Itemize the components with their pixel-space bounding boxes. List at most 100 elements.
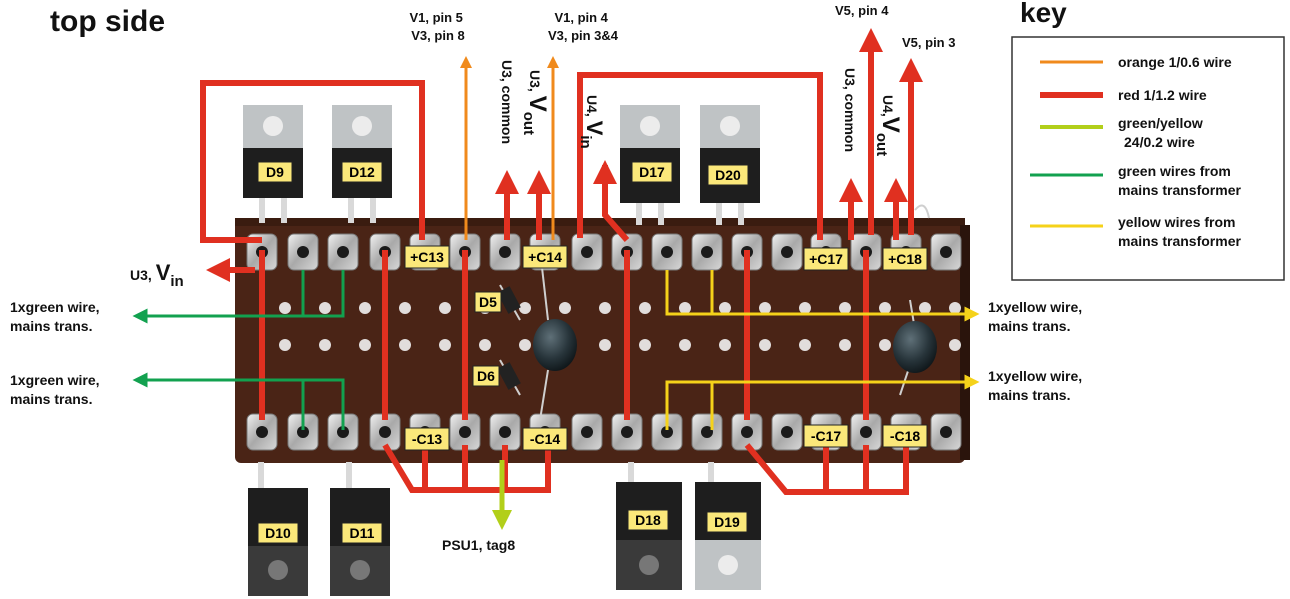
label-minus-c13: -C13 bbox=[412, 431, 443, 447]
label-minus-c18: -C18 bbox=[890, 428, 921, 444]
key-box: orange 1/0.6 wire red 1/1.2 wire green/y… bbox=[1011, 36, 1285, 281]
label-u3-vout: U3, Vout bbox=[520, 70, 551, 135]
board-hole bbox=[949, 302, 961, 314]
board-hole bbox=[719, 339, 731, 351]
board-hole bbox=[279, 302, 291, 314]
solder-tag-bottom bbox=[771, 413, 803, 451]
solder-tag-bottom bbox=[449, 413, 481, 451]
solder-tag-top bbox=[691, 233, 723, 271]
label-plus-c13: +C13 bbox=[410, 249, 444, 265]
diode-d19: D19 bbox=[695, 462, 761, 590]
board-hole bbox=[879, 302, 891, 314]
diode-d17: D17 bbox=[620, 105, 680, 225]
board-hole bbox=[519, 302, 531, 314]
key-heading: key bbox=[1020, 0, 1067, 28]
label-d17: D17 bbox=[639, 164, 665, 180]
board-hole bbox=[759, 302, 771, 314]
board-hole bbox=[919, 302, 931, 314]
board-hole bbox=[639, 302, 651, 314]
tag-board bbox=[235, 218, 970, 463]
label-d10: D10 bbox=[265, 525, 291, 541]
board-hole bbox=[599, 339, 611, 351]
key-label-green-2: mains transformer bbox=[1118, 182, 1241, 198]
board-hole bbox=[599, 302, 611, 314]
label-plus-c18: +C18 bbox=[888, 251, 922, 267]
board-hole bbox=[799, 302, 811, 314]
board-hole bbox=[639, 339, 651, 351]
board-hole bbox=[879, 339, 891, 351]
board-hole bbox=[319, 339, 331, 351]
solder-tag-top bbox=[489, 233, 521, 271]
diode-d6: D6 bbox=[472, 359, 521, 396]
label-d18: D18 bbox=[635, 512, 661, 528]
label-d9: D9 bbox=[266, 164, 284, 180]
diode-d10: D10 bbox=[248, 462, 308, 596]
board-hole bbox=[839, 339, 851, 351]
key-label-red: red 1/1.2 wire bbox=[1118, 87, 1207, 103]
diode-d5: D5 bbox=[474, 284, 521, 321]
key-label-yellow-1: yellow wires from bbox=[1118, 214, 1235, 230]
solder-tag-top bbox=[571, 233, 603, 271]
board-hole bbox=[839, 302, 851, 314]
solder-tag-bottom bbox=[651, 413, 683, 451]
label-u4-vin: U4, Vin bbox=[577, 95, 607, 149]
solder-tag-bottom bbox=[691, 413, 723, 451]
diode-d12: D12 bbox=[332, 105, 392, 223]
green-wires bbox=[132, 270, 345, 430]
solder-tag-bottom bbox=[850, 413, 882, 451]
board-hole bbox=[359, 339, 371, 351]
diode-d9: D9 bbox=[243, 105, 303, 223]
solder-tag-top bbox=[651, 233, 683, 271]
board-hole bbox=[759, 339, 771, 351]
key-label-green-yellow-2: 24/0.2 wire bbox=[1124, 134, 1195, 150]
solder-tag-bottom bbox=[246, 413, 278, 451]
board-hole bbox=[399, 339, 411, 351]
board-hole bbox=[359, 302, 371, 314]
label-green-wire-2: 1xgreen wire, mains trans. bbox=[10, 372, 103, 407]
key-label-green-yellow-1: green/yellow bbox=[1118, 115, 1203, 131]
key-label-yellow-2: mains transformer bbox=[1118, 233, 1241, 249]
label-u3-common-a: U3, common bbox=[499, 60, 515, 144]
board-hole bbox=[519, 339, 531, 351]
label-yellow-wire-2: 1xyellow wire, mains trans. bbox=[988, 368, 1086, 403]
solder-tag-top bbox=[930, 233, 962, 271]
label-d20: D20 bbox=[715, 167, 741, 183]
red-arrows bbox=[206, 27, 923, 282]
board-hole bbox=[679, 339, 691, 351]
label-d19: D19 bbox=[714, 514, 740, 530]
label-u3-vin: U3, Vin bbox=[130, 260, 184, 290]
board-hole bbox=[439, 339, 451, 351]
solder-tag-top bbox=[771, 233, 803, 271]
label-minus-c14: -C14 bbox=[530, 431, 561, 447]
board-hole bbox=[399, 302, 411, 314]
diode-d11: D11 bbox=[330, 462, 390, 596]
label-d12: D12 bbox=[349, 164, 375, 180]
label-d5: D5 bbox=[479, 294, 497, 310]
label-v5-pin3: V5, pin 3 bbox=[902, 35, 955, 50]
label-v1-pin5: V1, pin 5 V3, pin 8 bbox=[409, 10, 466, 43]
board-hole bbox=[719, 302, 731, 314]
solder-tag-bottom bbox=[287, 413, 319, 451]
label-u3-common-b: U3, common bbox=[842, 68, 858, 152]
solder-tag-top bbox=[287, 233, 319, 271]
label-plus-c17: +C17 bbox=[809, 251, 843, 267]
label-v1-pin4: V1, pin 4 V3, pin 3&4 bbox=[548, 10, 619, 43]
label-u4-vout: U4,Vout bbox=[873, 95, 904, 156]
red-wires bbox=[200, 72, 909, 495]
key-label-orange: orange 1/0.6 wire bbox=[1118, 54, 1232, 70]
key-label-green-1: green wires from bbox=[1118, 163, 1231, 179]
solder-tag-top bbox=[327, 233, 359, 271]
label-v5-pin4: V5, pin 4 bbox=[835, 3, 889, 18]
label-d11: D11 bbox=[350, 525, 375, 541]
yellow-wires bbox=[665, 270, 980, 430]
label-d6: D6 bbox=[477, 368, 495, 384]
board-hole bbox=[479, 339, 491, 351]
board-hole bbox=[949, 339, 961, 351]
label-green-wire-1: 1xgreen wire, mains trans. bbox=[10, 299, 103, 334]
label-psu: PSU1, tag8 bbox=[442, 537, 515, 553]
orange-wires bbox=[460, 56, 559, 240]
board-hole bbox=[279, 339, 291, 351]
label-plus-c14: +C14 bbox=[528, 249, 562, 265]
capacitor-labels: +C13 +C14 +C17 +C18 -C13 -C14 -C17 -C18 bbox=[404, 245, 928, 451]
